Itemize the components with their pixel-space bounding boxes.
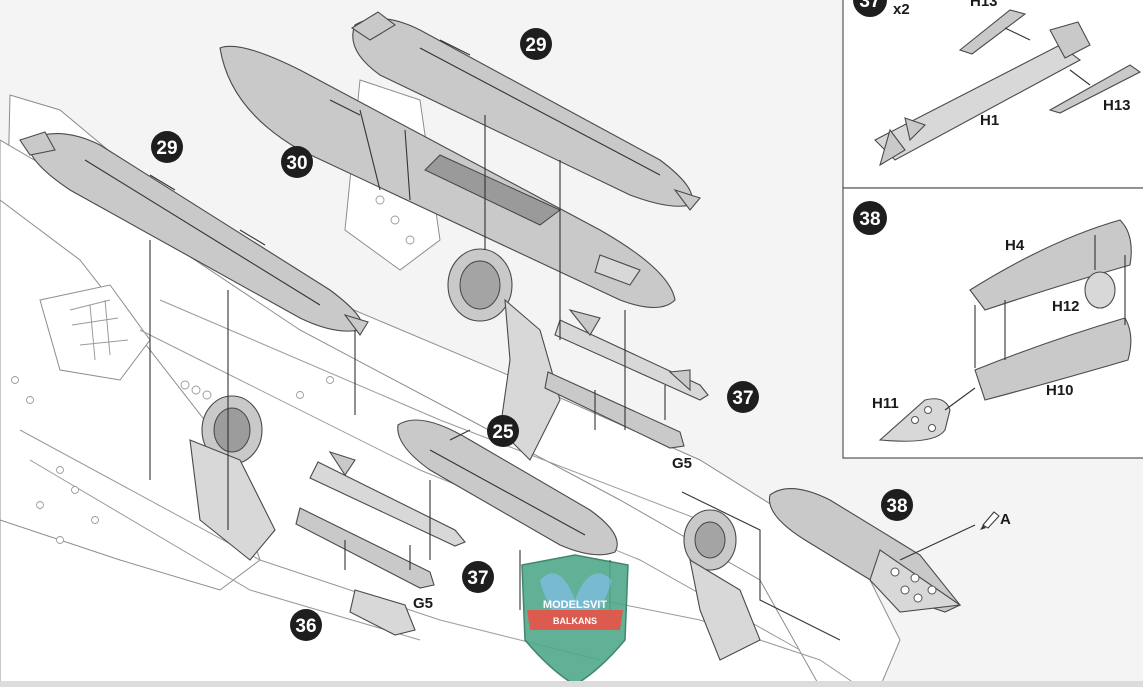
- callout-30: 30: [281, 146, 313, 178]
- fuel-tank-29-left: [19, 131, 369, 336]
- label-h4: H4: [1005, 237, 1025, 254]
- callout-38-inset: 38: [853, 201, 887, 235]
- shell-h10: [974, 317, 1132, 401]
- callout-36: 36: [290, 609, 322, 641]
- disc-h12: [1084, 271, 1116, 309]
- nose-wheel: [447, 248, 561, 461]
- shell-h4: [969, 219, 1132, 311]
- callout-37-inset-partial: 37: [853, 0, 887, 17]
- paint-brush-icon: [980, 511, 1000, 530]
- label-h12: H12: [1052, 298, 1080, 315]
- fin-h13-right: [1048, 64, 1142, 114]
- svg-text:37: 37: [467, 568, 488, 589]
- label-h11: H11: [872, 395, 899, 412]
- svg-text:37: 37: [732, 388, 753, 409]
- callout-37-right: 37: [727, 381, 759, 413]
- label-h1: H1: [980, 112, 999, 129]
- svg-text:30: 30: [286, 153, 307, 174]
- callout-29-left: 29: [151, 131, 183, 163]
- callout-25: 25: [487, 415, 519, 447]
- pylon-right: [544, 371, 685, 449]
- label-g5-right: G5: [672, 455, 692, 472]
- label-g5-left: G5: [413, 595, 433, 612]
- callout-37-lower: 37: [462, 561, 494, 593]
- cone-h11: [878, 398, 951, 442]
- fin-h13-top: [958, 9, 1027, 55]
- missile-h1: [874, 21, 1091, 167]
- main-wheel-left: [189, 395, 276, 561]
- modelsvit-balkans-logo: MODELSVIT BALKANS: [521, 554, 629, 686]
- svg-text:38: 38: [886, 496, 907, 517]
- label-h10: H10: [1046, 382, 1074, 399]
- missile-left: [309, 451, 466, 547]
- pylon-36: [349, 589, 416, 636]
- pod-25: [397, 419, 618, 556]
- inset-guides: [944, 235, 1126, 411]
- svg-text:29: 29: [525, 35, 546, 56]
- center-pod-30: [219, 45, 676, 309]
- label-paint-a: A: [1000, 511, 1011, 528]
- svg-text:36: 36: [295, 616, 316, 637]
- callout-29-top: 29: [520, 28, 552, 60]
- svg-text:25: 25: [492, 422, 514, 443]
- rocket-pod-38: [768, 488, 976, 613]
- logo-text-line1: MODELSVIT: [543, 599, 607, 611]
- main-wheel-right: [683, 509, 761, 661]
- callout-38-main: 38: [881, 489, 913, 521]
- missile-right: [554, 309, 709, 401]
- label-x2: x2: [893, 1, 910, 18]
- assembly-guides: [149, 115, 841, 641]
- logo-text-line2: BALKANS: [553, 616, 597, 626]
- fuel-tank-29-top: [350, 11, 701, 211]
- label-h13-right: H13: [1103, 97, 1131, 114]
- svg-text:37: 37: [859, 0, 880, 12]
- bottom-strip: [0, 681, 1143, 687]
- svg-text:29: 29: [156, 138, 177, 159]
- svg-text:38: 38: [859, 209, 880, 230]
- pylon-left: [295, 507, 435, 589]
- label-h13-top: H13: [970, 0, 998, 10]
